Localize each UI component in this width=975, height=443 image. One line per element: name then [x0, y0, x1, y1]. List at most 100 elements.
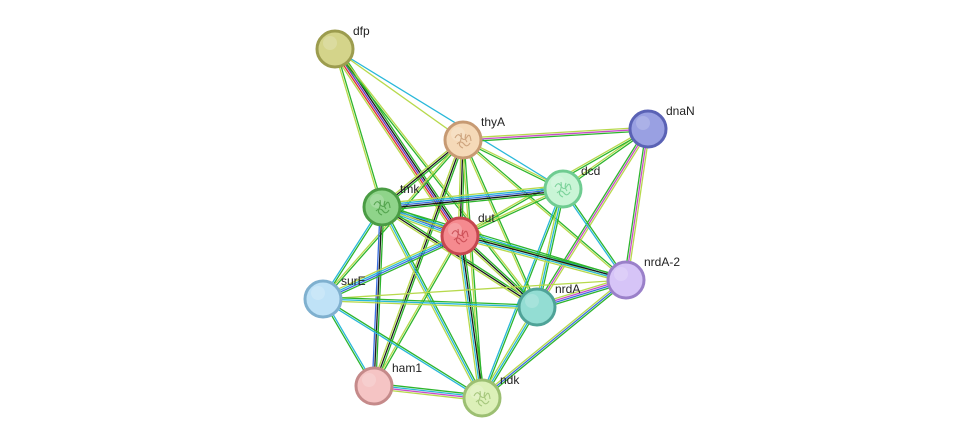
edge-line	[381, 184, 563, 205]
edge-thyA-nrdA	[461, 139, 539, 308]
edge-line	[375, 140, 466, 387]
node-nrdA[interactable]: nrdA	[517, 282, 580, 327]
edge-line	[380, 207, 537, 310]
node-dut[interactable]: dut	[440, 211, 495, 256]
edge-line	[373, 206, 383, 387]
node-label: nrdA-2	[644, 255, 680, 269]
edge-line	[459, 237, 626, 284]
protein-structure-icon	[554, 181, 572, 198]
node-tmk[interactable]: tmk	[362, 182, 420, 227]
edge-nrdA-2-surE	[322, 279, 627, 300]
node-circle[interactable]	[315, 29, 355, 69]
edge-nrdA-2-ndk	[480, 278, 628, 400]
edge-line	[463, 139, 539, 307]
node-label: thyA	[481, 115, 505, 129]
edge-dfp-thyA	[334, 48, 464, 141]
node-circle[interactable]	[606, 260, 646, 300]
edge-line	[381, 188, 564, 208]
edge-dut-ham1	[372, 235, 462, 387]
edge-dut-ndk	[456, 235, 486, 399]
edge-surE-ndk	[322, 297, 483, 400]
edge-dut-surE	[321, 232, 462, 303]
edge-dfp-nrdA	[333, 48, 539, 308]
edge-line	[538, 189, 566, 308]
node-ham1[interactable]: ham1	[354, 361, 422, 406]
node-nrdA-2[interactable]: nrdA-2	[606, 255, 680, 300]
node-surE[interactable]: surE	[303, 274, 366, 319]
edge-surE-nrdA	[322, 296, 538, 310]
edge-line	[382, 190, 564, 210]
edge-line	[463, 139, 484, 398]
edges-layer	[321, 46, 651, 402]
node-label: dnaN	[666, 104, 695, 118]
edge-line	[462, 126, 648, 139]
protein-structure-icon	[454, 132, 472, 149]
edge-line	[335, 48, 384, 207]
edge-line	[460, 235, 484, 398]
edge-line	[461, 140, 482, 399]
edge-line	[322, 234, 460, 299]
edge-line	[373, 139, 464, 387]
edge-line	[375, 207, 385, 387]
node-circle[interactable]	[628, 109, 668, 149]
node-highlight	[311, 286, 325, 300]
node-highlight	[362, 373, 376, 387]
edge-line	[534, 127, 648, 307]
edge-line	[462, 128, 649, 141]
edge-line	[371, 206, 381, 386]
edge-line	[334, 48, 464, 141]
edge-line	[456, 236, 480, 399]
edge-thyA-dnaN	[462, 126, 649, 143]
nodes-layer: dfp thyA dnaN dcd tmk dut nrdA-2 surE nrdA ham1 nd…	[303, 24, 695, 418]
edge-line	[372, 235, 460, 386]
node-label: surE	[341, 274, 366, 288]
node-circle[interactable]	[517, 287, 557, 327]
edge-line	[381, 186, 563, 206]
edge-line	[625, 128, 649, 281]
node-highlight	[525, 294, 539, 308]
node-circle[interactable]	[443, 120, 483, 160]
edge-line	[323, 297, 483, 398]
edge-line	[323, 237, 462, 303]
node-circle[interactable]	[440, 216, 480, 256]
node-circle[interactable]	[303, 279, 343, 319]
edge-line	[322, 279, 627, 300]
node-circle[interactable]	[362, 187, 402, 227]
node-thyA[interactable]: thyA	[443, 115, 505, 160]
edge-line	[460, 234, 627, 280]
edge-dut-nrdA-2	[459, 232, 627, 284]
node-label: dut	[478, 211, 495, 225]
edge-line	[322, 300, 537, 310]
node-circle[interactable]	[543, 169, 583, 209]
edge-line	[333, 49, 382, 208]
edge-line	[321, 232, 460, 298]
protein-structure-icon	[373, 199, 391, 216]
node-ndk[interactable]: ndk	[462, 373, 520, 418]
edge-dcd-tmk	[381, 184, 564, 212]
node-circle[interactable]	[354, 366, 394, 406]
edge-line	[382, 191, 564, 212]
edge-line	[463, 130, 649, 143]
edge-thyA-ham1	[371, 139, 466, 387]
node-dnaN[interactable]: dnaN	[628, 104, 695, 149]
edge-line	[482, 280, 628, 400]
edge-line	[462, 235, 486, 398]
edge-line	[335, 48, 539, 307]
node-highlight	[614, 267, 628, 281]
node-highlight	[636, 116, 650, 130]
node-label: ham1	[392, 361, 422, 375]
edge-line	[459, 236, 626, 282]
edge-line	[461, 140, 537, 308]
edge-dnaN-nrdA-2	[623, 128, 651, 281]
edge-line	[536, 128, 649, 308]
edge-line	[334, 48, 564, 190]
node-highlight	[323, 36, 337, 50]
edge-line	[458, 236, 482, 399]
node-circle[interactable]	[462, 378, 502, 418]
node-dcd[interactable]: dcd	[543, 164, 600, 209]
node-label: tmk	[400, 182, 420, 196]
edge-line	[333, 49, 537, 308]
edge-tmk-ham1	[371, 206, 385, 387]
node-dfp[interactable]: dfp	[315, 24, 370, 69]
